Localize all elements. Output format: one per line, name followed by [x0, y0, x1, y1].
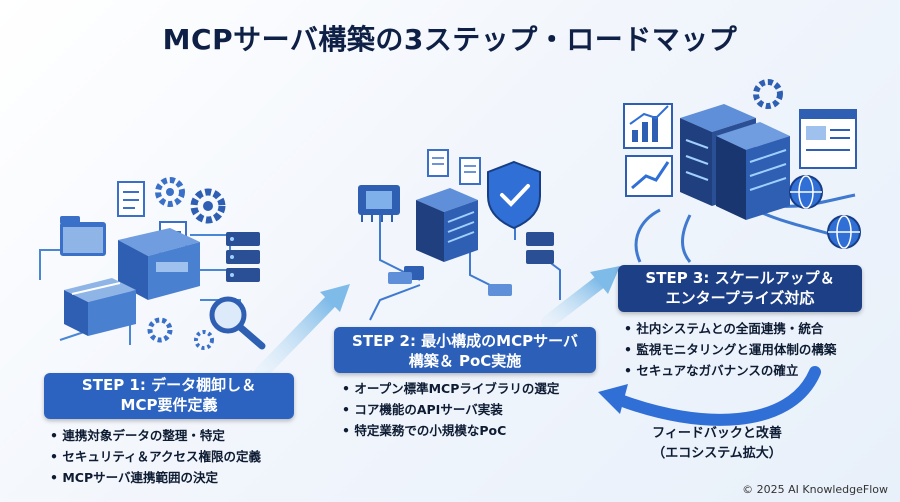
chip-icon: [358, 185, 400, 222]
chart-panel-icon: [623, 103, 673, 149]
globe-icon: [789, 175, 823, 209]
list-item: 特定業務での小規模なPoC: [342, 420, 559, 441]
document-icon: [427, 149, 449, 177]
server-stack-icon: [226, 232, 260, 282]
server-cluster-icon: [680, 104, 790, 220]
arrow-step2-to-step3: [541, 266, 620, 329]
step2-heading: STEP 2: 最小構成のMCPサーバ 構築＆ PoC実施: [334, 327, 596, 373]
feedback-arrow: [598, 366, 821, 426]
feedback-line1: フィードバックと改善: [652, 426, 782, 441]
list-item: 連携対象データの整理・特定: [50, 425, 261, 446]
document-icon: [117, 181, 145, 217]
copyright-notice: © 2025 AI KnowledgeFlow: [742, 483, 888, 496]
file-drawer-icon: [64, 278, 136, 336]
step2-illustration: [358, 149, 561, 321]
step1-illustration: [39, 177, 266, 350]
step3-heading-line1: STEP 3: スケールアップ＆: [645, 269, 835, 287]
document-icon: [459, 157, 481, 185]
list-item: 社内システムとの全面連携・統合: [624, 318, 836, 339]
gear-icon: [753, 79, 783, 109]
connector-icon: [388, 272, 512, 296]
chart-panel-icon: [625, 155, 673, 197]
step2-heading-line2: 構築＆ PoC実施: [408, 352, 522, 370]
feedback-line2: （エコシステム拡大）: [652, 446, 782, 461]
list-item: セキュアなガバナンスの確立: [624, 360, 836, 381]
arrow-step1-to-step2: [255, 284, 350, 379]
gear-icon: [155, 177, 185, 207]
feedback-label: フィードバックと改善 （エコシステム拡大）: [612, 424, 822, 464]
server-small-icon: [526, 232, 554, 264]
list-item: オープン標準MCPライブラリの選定: [342, 378, 559, 399]
step1-heading: STEP 1: データ棚卸し＆ MCP要件定義: [44, 373, 294, 419]
list-item: セキュリティ＆アクセス権限の定義: [50, 446, 261, 467]
browser-window-icon: [799, 109, 857, 169]
list-item: MCPサーバ連携範囲の決定: [50, 467, 261, 488]
step3-bullet-list: 社内システムとの全面連携・統合 監視モニタリングと運用体制の構築 セキュアなガバ…: [624, 318, 836, 381]
globe-icon: [827, 215, 861, 249]
shield-check-icon: [487, 160, 541, 230]
page-title: MCPサーバ構築の3ステップ・ロードマップ: [162, 23, 738, 56]
list-item: コア機能のAPIサーバ実装: [342, 399, 559, 420]
step1-heading-line2: MCP要件定義: [120, 396, 218, 414]
list-item: 監視モニタリングと運用体制の構築: [624, 339, 836, 360]
step2-heading-line1: STEP 2: 最小構成のMCPサーバ: [352, 332, 578, 350]
magnifier-icon: [209, 296, 266, 350]
gear-icon: [147, 317, 173, 343]
step3-illustration: [623, 79, 861, 263]
step3-heading: STEP 3: スケールアップ＆ エンタープライズ対応: [618, 265, 862, 312]
gear-icon: [194, 330, 214, 350]
gear-icon: [190, 188, 226, 224]
server-tower-icon: [416, 188, 478, 262]
step3-heading-line2: エンタープライズ対応: [665, 289, 815, 307]
folder-icon: [60, 216, 106, 256]
step1-heading-line1: STEP 1: データ棚卸し＆: [81, 376, 257, 394]
step1-bullet-list: 連携対象データの整理・特定 セキュリティ＆アクセス権限の定義 MCPサーバ連携範…: [50, 425, 261, 488]
step2-bullet-list: オープン標準MCPライブラリの選定 コア機能のAPIサーバ実装 特定業務での小規…: [342, 378, 559, 441]
